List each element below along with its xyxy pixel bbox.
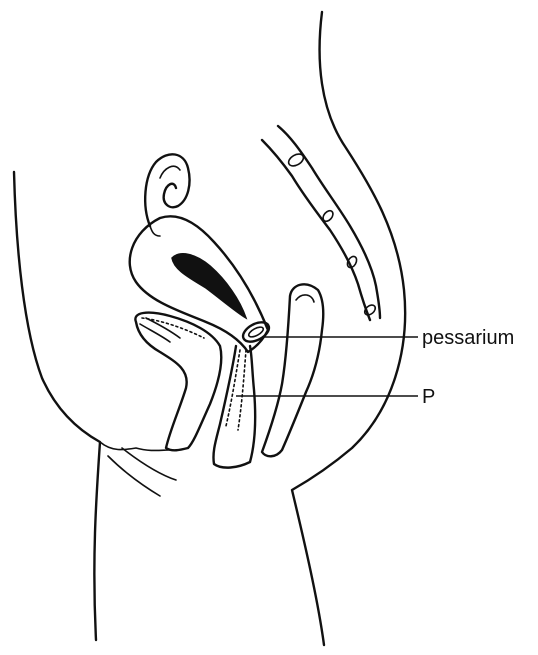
sigmoid-colon — [262, 126, 380, 320]
bladder — [135, 313, 221, 451]
pessarium-label: pessarium — [422, 327, 514, 349]
pessary-ring — [240, 318, 272, 345]
rectum — [262, 284, 323, 456]
body-outline — [14, 12, 405, 645]
p-label: P — [422, 386, 435, 408]
uterus — [130, 216, 268, 352]
